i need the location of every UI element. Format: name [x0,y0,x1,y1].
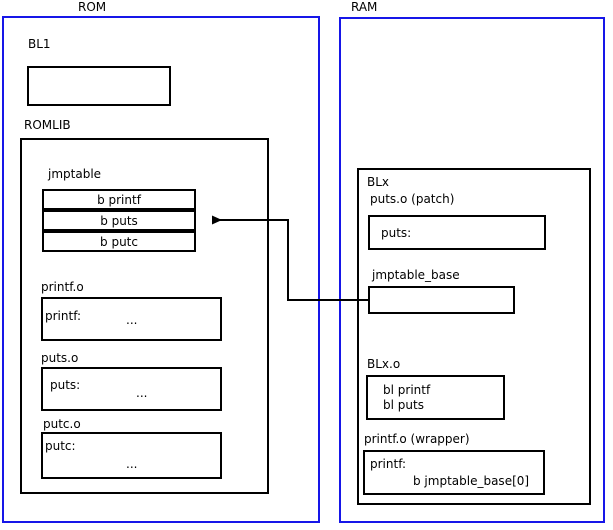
jmptable-entry-2-text: b putc [100,234,138,249]
romlib-label: ROMLIB [24,118,71,132]
printf-wrapper-branch: b jmptable_base[0] [413,474,530,488]
jmptable-entry-0[interactable]: b printf [42,189,196,210]
putc-o-body: ... [126,457,138,471]
printf-o-body: ... [126,313,138,327]
putc-o-symbol: putc: [45,439,76,453]
jmptable-entry-2[interactable]: b putc [42,231,196,252]
jmptable-entry-0-text: b printf [97,192,141,207]
printf-o-label: printf.o [41,280,84,294]
puts-patch-symbol: puts: [381,226,412,240]
puts-o-symbol: puts: [50,378,81,392]
blx-o-label: BLx.o [367,357,401,371]
printf-wrapper-box: printf: b jmptable_base[0] [363,450,545,495]
jmptable-base-label: jmptable_base [372,268,460,282]
jmptable-entry-1[interactable]: b puts [42,210,196,231]
jmptable-entry-1-text: b puts [100,213,138,228]
printf-wrapper-label: printf.o (wrapper) [364,432,470,446]
puts-o-body: ... [136,386,148,400]
puts-patch-label: puts.o (patch) [370,192,455,206]
puts-o-label: puts.o [41,351,79,365]
bl1-box [27,66,171,106]
jmptable-base-box[interactable] [368,286,515,314]
putc-o-box: putc: ... [41,432,222,479]
puts-o-box: puts: ... [41,367,222,411]
ram-region-label: RAM [351,0,378,14]
rom-region-label: ROM [78,0,107,14]
printf-o-box: printf: ... [41,297,222,341]
printf-o-symbol: printf: [45,309,82,323]
printf-wrapper-symbol: printf: [370,457,407,471]
jmptable-label: jmptable [48,167,102,181]
blx-o-line-1: bl puts [383,398,424,412]
puts-patch-box: puts: [368,215,546,250]
blx-o-box: bl printf bl puts [366,375,505,420]
blx-o-line-0: bl printf [383,383,431,397]
blx-label: BLx [367,175,390,189]
bl1-label: BL1 [28,37,51,51]
putc-o-label: putc.o [43,417,81,431]
